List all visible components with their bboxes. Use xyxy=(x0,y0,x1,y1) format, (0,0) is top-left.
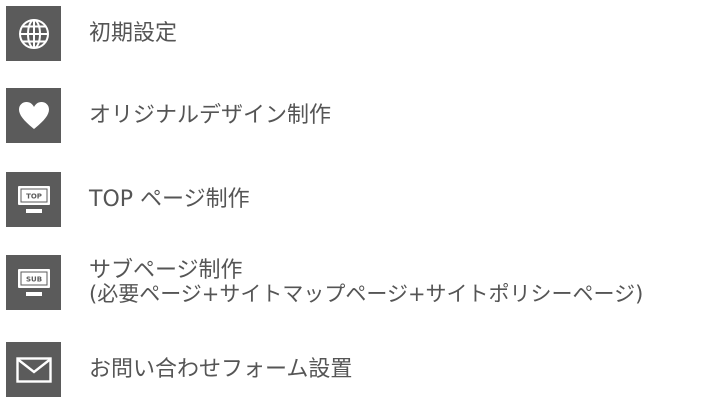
list-item-top-page: TOP TOP ページ制作 xyxy=(6,172,250,227)
item-label: お問い合わせフォーム設置 xyxy=(89,356,353,382)
list-item-sub-page: SUB サブページ制作 (必要ページ+サイトマップページ+サイトポリシーページ) xyxy=(6,255,643,310)
heart-icon xyxy=(6,88,61,143)
item-label: オリジナルデザイン制作 xyxy=(89,102,332,128)
globe-icon xyxy=(6,6,61,61)
item-label: TOP ページ制作 xyxy=(89,186,250,212)
monitor-sub-icon: SUB xyxy=(6,255,61,310)
monitor-top-icon: TOP xyxy=(6,172,61,227)
list-item-original-design: オリジナルデザイン制作 xyxy=(6,88,331,143)
item-label: サブページ制作 xyxy=(89,258,243,283)
envelope-icon xyxy=(6,342,61,397)
list-item-contact-form: お問い合わせフォーム設置 xyxy=(6,342,352,397)
item-sublabel: (必要ページ+サイトマップページ+サイトポリシーページ) xyxy=(89,282,644,306)
monitor-screen-text: SUB xyxy=(25,275,41,283)
monitor-screen-text: TOP xyxy=(26,192,42,200)
list-item-initial-setup: 初期設定 xyxy=(6,6,177,61)
item-label: 初期設定 xyxy=(89,20,178,46)
item-label-group: サブページ制作 (必要ページ+サイトマップページ+サイトポリシーページ) xyxy=(89,259,643,306)
